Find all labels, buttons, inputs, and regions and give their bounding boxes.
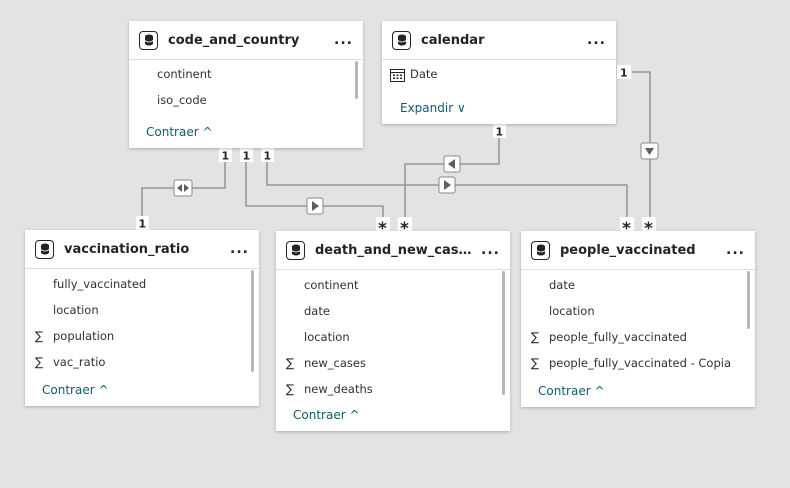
- scrollbar[interactable]: [251, 270, 254, 372]
- field-row[interactable]: ∑ new_deaths: [276, 376, 496, 402]
- field-label: date: [549, 278, 575, 292]
- card-title: code_and_country: [168, 32, 300, 48]
- database-icon: [286, 240, 305, 260]
- scrollbar[interactable]: [747, 271, 750, 329]
- card-title: people_vaccinated: [560, 242, 696, 258]
- card-header[interactable]: calendar ...: [382, 21, 616, 60]
- field-row[interactable]: date: [521, 272, 741, 298]
- sigma-icon: ∑: [531, 356, 540, 370]
- cardinality-one-label: 1: [264, 150, 272, 163]
- calendar-icon: [390, 69, 405, 82]
- cardinality-many-label: *: [622, 219, 631, 239]
- field-label: date: [304, 304, 330, 318]
- field-row[interactable]: iso_code: [129, 87, 349, 113]
- field-label: new_deaths: [304, 382, 373, 396]
- card-header[interactable]: code_and_country ...: [129, 21, 363, 60]
- field-row[interactable]: continent: [129, 61, 349, 87]
- field-label: continent: [304, 278, 359, 292]
- scrollbar[interactable]: [502, 271, 505, 395]
- cardinality-one-label: 1: [243, 150, 251, 163]
- field-row[interactable]: fully_vaccinated: [25, 271, 245, 297]
- field-row[interactable]: location: [25, 297, 245, 323]
- field-row[interactable]: location: [276, 324, 496, 350]
- table-card-people-vaccinated[interactable]: people_vaccinated ... date location ∑ pe…: [521, 231, 755, 407]
- field-label: fully_vaccinated: [53, 277, 147, 291]
- sigma-icon: ∑: [531, 330, 540, 344]
- field-label: population: [53, 329, 115, 343]
- field-row[interactable]: location: [521, 298, 741, 324]
- collapse-link[interactable]: Contraer ^: [42, 383, 109, 397]
- field-label: location: [304, 330, 350, 344]
- field-row[interactable]: ∑ population: [25, 323, 245, 349]
- field-row[interactable]: ∑ people_fully_vaccinated: [521, 324, 741, 350]
- cardinality-one-label: 1: [139, 218, 147, 231]
- card-title: death_and_new_cases_b...: [315, 242, 476, 258]
- expand-link[interactable]: Expandir ∨: [400, 101, 466, 115]
- database-icon: [392, 30, 411, 50]
- database-icon: [35, 239, 54, 259]
- card-title: vaccination_ratio: [64, 241, 190, 257]
- field-row[interactable]: ∑ new_cases: [276, 350, 496, 376]
- field-label: iso_code: [157, 93, 207, 107]
- cardinality-many-label: *: [378, 219, 387, 239]
- database-icon: [139, 30, 158, 50]
- rel-line-calendar-people: [632, 71, 651, 217]
- cardinality-one-label: 1: [496, 126, 504, 139]
- arrow-both-icon: [173, 179, 193, 197]
- collapse-link[interactable]: Contraer ^: [293, 408, 360, 422]
- card-title: calendar: [421, 32, 485, 48]
- field-row[interactable]: ∑ people_fully_vaccinated - Copia: [521, 350, 741, 376]
- table-card-vaccination-ratio[interactable]: vaccination_ratio ... fully_vaccinated l…: [25, 230, 259, 406]
- field-label: people_fully_vaccinated - Copia: [549, 356, 731, 370]
- field-label: new_cases: [304, 356, 366, 370]
- cardinality-many-label: *: [644, 219, 653, 239]
- card-header[interactable]: death_and_new_cases_b... ...: [276, 231, 510, 270]
- more-options-button[interactable]: ...: [726, 242, 745, 258]
- cardinality-one-label: 1: [222, 150, 230, 163]
- more-options-button[interactable]: ...: [334, 32, 353, 48]
- table-card-death-and-new-cases[interactable]: death_and_new_cases_b... ... continent d…: [276, 231, 510, 431]
- arrow-down-icon: [640, 142, 659, 160]
- field-label: location: [549, 304, 595, 318]
- field-label: people_fully_vaccinated: [549, 330, 687, 344]
- field-label: continent: [157, 67, 212, 81]
- sigma-icon: ∑: [286, 382, 295, 396]
- field-label: Date: [410, 67, 438, 81]
- arrow-left-icon: [443, 155, 461, 173]
- card-header[interactable]: vaccination_ratio ...: [25, 230, 259, 269]
- sigma-icon: ∑: [35, 355, 44, 369]
- card-header[interactable]: people_vaccinated ...: [521, 231, 755, 270]
- arrow-right-icon: [438, 176, 456, 194]
- more-options-button[interactable]: ...: [587, 32, 606, 48]
- cardinality-many-label: *: [400, 219, 409, 239]
- table-card-code-and-country[interactable]: code_and_country ... continent iso_code …: [129, 21, 363, 148]
- cardinality-one-label: 1: [620, 67, 628, 80]
- database-icon: [531, 240, 550, 260]
- table-card-calendar[interactable]: calendar ... Date Expandir ∨: [382, 21, 616, 124]
- sigma-icon: ∑: [35, 329, 44, 343]
- sigma-icon: ∑: [286, 356, 295, 370]
- field-label: location: [53, 303, 99, 317]
- field-row[interactable]: ∑ vac_ratio: [25, 349, 245, 375]
- field-row[interactable]: continent: [276, 272, 496, 298]
- field-label: vac_ratio: [53, 355, 106, 369]
- more-options-button[interactable]: ...: [481, 242, 500, 258]
- collapse-link[interactable]: Contraer ^: [538, 384, 605, 398]
- scrollbar[interactable]: [355, 61, 358, 99]
- more-options-button[interactable]: ...: [230, 241, 249, 257]
- arrow-right-icon: [306, 197, 324, 215]
- field-row[interactable]: Date: [382, 61, 602, 87]
- field-row[interactable]: date: [276, 298, 496, 324]
- collapse-link[interactable]: Contraer ^: [146, 125, 213, 139]
